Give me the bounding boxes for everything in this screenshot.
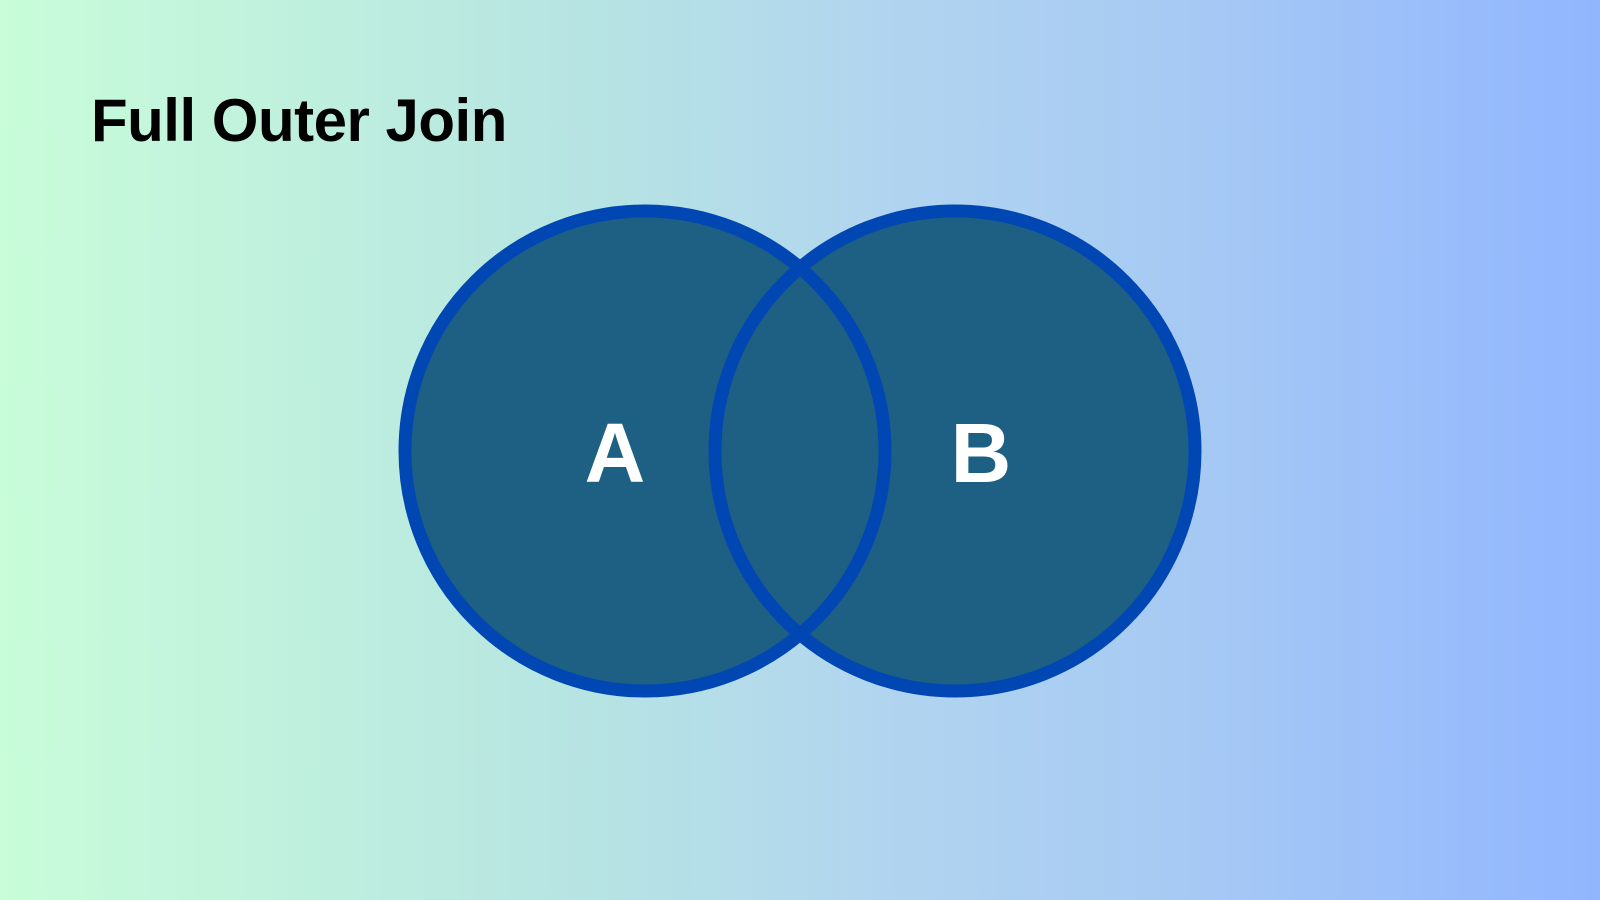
set-a-outline xyxy=(398,204,892,698)
page-title: Full Outer Join xyxy=(91,87,507,154)
venn-fill-group xyxy=(405,211,1195,691)
set-b-fill xyxy=(715,211,1195,691)
venn-outline-group xyxy=(398,204,1202,698)
set-b-label: B xyxy=(951,406,1012,500)
set-a-label: A xyxy=(585,406,646,500)
set-b-outline xyxy=(708,204,1202,698)
